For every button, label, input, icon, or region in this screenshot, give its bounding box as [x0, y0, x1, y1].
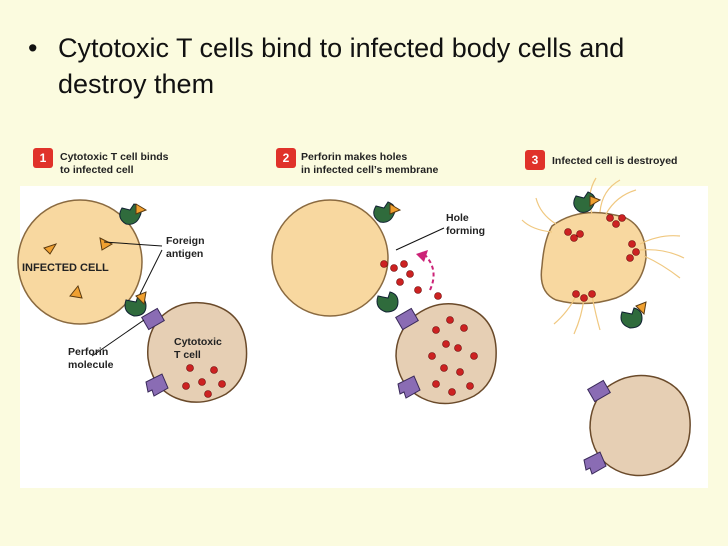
foreign-antigen [135, 203, 148, 215]
foreign-antigen [43, 243, 58, 255]
infected-cell-label: INFECTED CELL [22, 262, 109, 274]
hole-forming-label: Hole forming [446, 212, 485, 237]
perforin-granules [380, 260, 478, 396]
cytoplasm-leak [521, 177, 685, 335]
panel-1-illustration [17, 199, 248, 403]
receptor-icon [620, 307, 643, 329]
step-3-badge: 3 [525, 150, 545, 170]
foreign-antigen [635, 301, 647, 316]
perforin-molecule-label-line2: molecule [68, 358, 114, 371]
cytotoxic-t-cell-label-line2: T cell [174, 348, 201, 361]
foreign-antigen-label-line2: antigen [166, 247, 204, 260]
perforin-molecule-label: Perforin molecule [68, 346, 114, 371]
step-1-caption-line1: Cytotoxic T cell binds [60, 151, 169, 163]
hole-forming-label-line1: Hole [446, 212, 469, 224]
tcr-icon [395, 307, 419, 331]
foreign-antigen [99, 237, 114, 251]
panel-2-illustration [271, 199, 497, 405]
receptor-icon [376, 291, 399, 313]
step-1-caption: Cytotoxic T cell binds to infected cell [60, 151, 169, 177]
tcr-icon [397, 375, 421, 399]
perforin-pores [564, 214, 640, 302]
step-3-caption-line1: Infected cell is destroyed [552, 155, 678, 167]
bullet-dot: • [28, 33, 38, 63]
panel-3-illustration [521, 177, 691, 477]
cytotoxic-t-cell-label: Cytotoxic T cell [174, 336, 222, 361]
infected-cell-1 [17, 199, 143, 325]
foreign-antigen [389, 203, 402, 215]
tcr-icon [583, 451, 607, 475]
cytotoxic-t-cell-label-line1: Cytotoxic [174, 336, 222, 348]
perforin-molecule-label-line1: Perforin [68, 346, 109, 358]
perforin-granules [182, 364, 226, 398]
foreign-antigen-label-line1: Foreign [166, 235, 205, 247]
step-2-caption-line1: Perforin makes holes [301, 151, 408, 163]
step-1-caption-line2: to infected cell [60, 164, 134, 176]
diagram-header-strip [20, 146, 708, 186]
tcr-icon [145, 373, 169, 397]
cytotoxic-t-cell-2 [395, 303, 497, 405]
hole-forming-label-line2: forming [446, 224, 486, 237]
cytotoxic-t-cell-3 [589, 374, 691, 477]
step-3-caption: Infected cell is destroyed [552, 155, 677, 168]
bullet-text: Cytotoxic T cells bind to infected body … [58, 33, 625, 99]
step-2-badge: 2 [276, 148, 296, 168]
step-2-caption-line2: in infected cell’s membrane [301, 164, 439, 176]
foreign-antigen-label: Foreign antigen [166, 235, 205, 260]
foreign-antigen [135, 291, 147, 306]
foreign-antigen [589, 195, 602, 207]
tcr-icon [587, 379, 611, 403]
step-2-caption: Perforin makes holes in infected cell’s … [301, 151, 438, 177]
tcr-icon [141, 307, 165, 331]
step-1-badge: 1 [33, 148, 53, 168]
foreign-antigen [69, 284, 83, 299]
infected-cell-2 [271, 199, 389, 317]
cytotoxic-t-cell-1 [147, 301, 248, 403]
